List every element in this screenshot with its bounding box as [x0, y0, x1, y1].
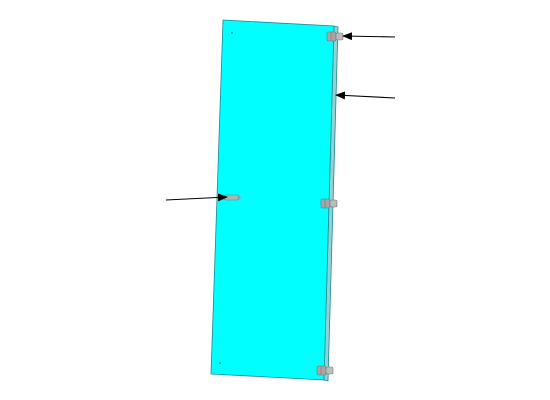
- hinge-bottom: [316, 365, 334, 376]
- hinge-middle: [320, 198, 338, 209]
- panel-corner-mark-top: [231, 32, 233, 34]
- callout-arrow-panel-edge: [335, 91, 396, 100]
- panel-corner-mark-bottom: [219, 362, 221, 364]
- hinge-top: [326, 31, 344, 42]
- callout-arrow-top-hinge: [342, 32, 396, 41]
- callout-arrow-handle: [165, 193, 228, 202]
- door-panel-face: [210, 19, 335, 381]
